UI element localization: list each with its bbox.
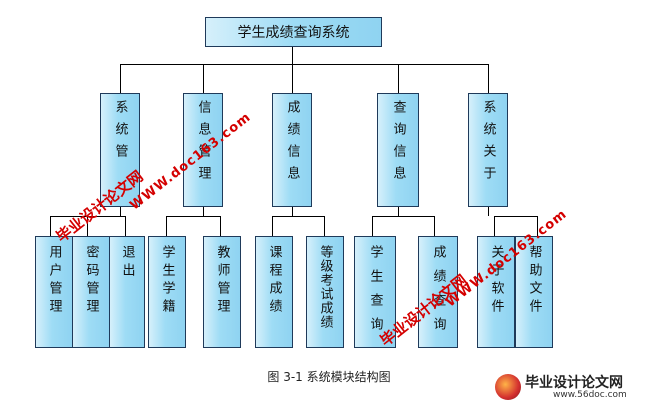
logo-text: 毕业设计论文网: [525, 375, 623, 391]
root-node: 学生成绩查询系统: [205, 17, 382, 47]
module-5-down: [488, 207, 489, 216]
root-node-label: 学生成绩查询系统: [237, 25, 350, 41]
module-4-bus: [372, 216, 435, 217]
leaf-node-label: 学生学籍: [159, 245, 175, 317]
leaf-node-student-records: 学生学籍: [148, 236, 186, 348]
leaf-node-user-management: 用户管理: [35, 236, 73, 348]
module-node-label: 信息管理: [195, 100, 211, 188]
leaf-node-label: 用户管理: [46, 245, 62, 317]
module-3-down: [292, 207, 293, 216]
leaf-node-label: 等级考试成绩: [317, 245, 333, 329]
module-1-leaf-2-connector: [87, 216, 88, 236]
module-1-down: [120, 207, 121, 216]
module-node-label: 系统关于: [480, 100, 496, 188]
module-3-leaf-2-connector: [324, 216, 325, 236]
leaf-node-label: 教师管理: [214, 245, 230, 317]
module-3-leaf-1-connector: [272, 216, 273, 236]
module-5-leaf-2-connector: [537, 216, 538, 236]
module-4-leaf-1-connector: [372, 216, 373, 236]
module-node-label: 成绩信息: [284, 100, 300, 188]
leaf-node-label: 学生查询: [367, 245, 383, 341]
module-4-down: [398, 207, 399, 216]
module-node-grade-info: 成绩信息: [272, 93, 312, 207]
module-1-leaf-1-connector: [50, 216, 51, 236]
leaf-node-label: 课程成绩: [266, 245, 282, 317]
leaf-node-label: 退出: [119, 245, 135, 281]
module-1-bus: [50, 216, 126, 217]
module-5-bus: [494, 216, 538, 217]
leaf-node-student-query: 学生查询: [354, 236, 396, 348]
module-4-leaf-2-connector: [434, 216, 435, 236]
leaf-node-exit: 退出: [109, 236, 145, 348]
module-node-label: 系统管: [112, 100, 128, 166]
leaf-node-level-exam-grades: 等级考试成绩: [306, 236, 344, 348]
module-node-info-management: 信息管理: [183, 93, 223, 207]
module-node-system-about: 系统关于: [468, 93, 508, 207]
module-4-connector: [398, 64, 399, 93]
module-2-connector: [203, 64, 204, 93]
leaf-node-label: 密码管理: [83, 245, 99, 317]
leaf-node-password-management: 密码管理: [72, 236, 110, 348]
logo-url: www.56doc.com: [553, 390, 627, 400]
module-2-leaf-1-connector: [166, 216, 167, 236]
figure-caption: 图 3-1 系统模块结构图: [267, 370, 391, 384]
root-connector: [292, 47, 293, 64]
leaf-node-help-file: 帮助文件: [515, 236, 553, 348]
leaf-node-grade-query: 成绩查询: [418, 236, 458, 348]
leaf-node-label: 成绩查询: [430, 245, 446, 341]
module-5-connector: [488, 64, 489, 93]
module-node-system-management: 系统管: [100, 93, 140, 207]
site-logo: 毕业设计论文网 www.56doc.com: [495, 372, 655, 402]
leaf-node-teacher-management: 教师管理: [203, 236, 241, 348]
module-5-leaf-1-connector: [494, 216, 495, 236]
module-2-bus: [166, 216, 221, 217]
module-2-down: [203, 207, 204, 216]
leaf-node-course-grades: 课程成绩: [255, 236, 293, 348]
leaf-node-about-software: 关于软件: [477, 236, 515, 348]
module-bus: [120, 64, 489, 65]
module-1-leaf-3-connector: [125, 216, 126, 236]
module-3-connector: [292, 64, 293, 93]
leaf-node-label: 关于软件: [488, 245, 504, 317]
module-2-leaf-2-connector: [220, 216, 221, 236]
module-1-connector: [120, 64, 121, 93]
module-node-label: 查询信息: [390, 100, 406, 188]
module-node-query-info: 查询信息: [377, 93, 419, 207]
leaf-node-label: 帮助文件: [526, 245, 542, 317]
module-3-bus: [272, 216, 325, 217]
logo-icon: [495, 374, 521, 400]
